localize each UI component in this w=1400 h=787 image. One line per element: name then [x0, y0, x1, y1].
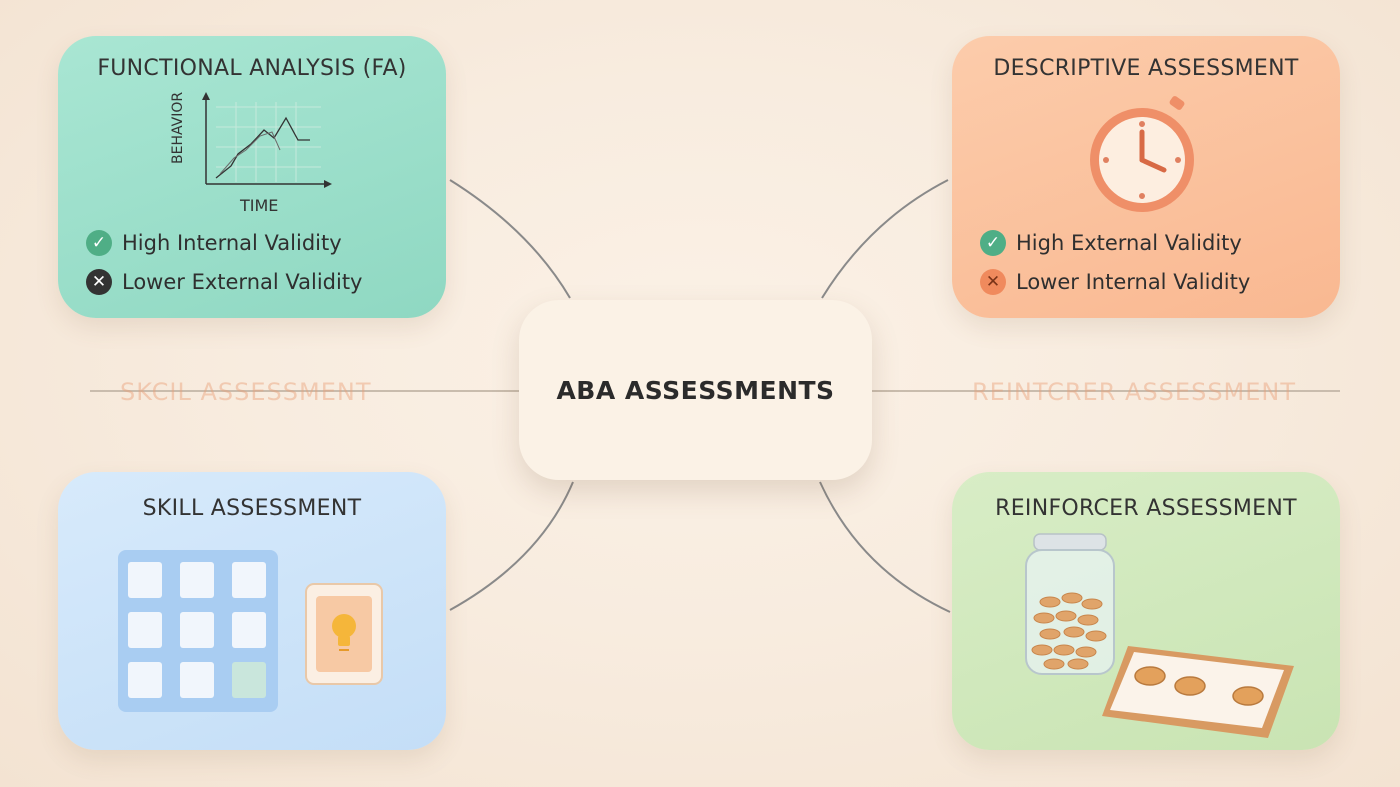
line-chart-icon — [202, 92, 332, 188]
skill-assessment-card: SKILL ASSESSMENT — [58, 472, 446, 750]
reinforcer-assessment-card: REINFORCER ASSESSMENT — [952, 472, 1340, 750]
chart-xlabel: TIME — [240, 196, 279, 215]
cross-icon: ✕ — [980, 269, 1006, 295]
skill-assessment-title: SKILL ASSESSMENT — [142, 496, 362, 521]
token-board-icon — [1102, 646, 1294, 738]
cross-icon: ✕ — [86, 269, 112, 295]
ghost-label-left: SKCIL ASSESSMENT — [120, 378, 372, 406]
da-cons-text: Lower Internal Validity — [1016, 270, 1251, 294]
da-cons-item: ✕ Lower Internal Validity — [980, 269, 1250, 295]
functional-analysis-card: FUNCTIONAL ANALYSIS (FA) BEHAVIOR TIME ✓… — [58, 36, 446, 318]
descriptive-assessment-title: DESCRIPTIVE ASSESSMENT — [993, 56, 1299, 81]
center-node: ABA ASSESSMENTS — [519, 300, 872, 480]
coin-jar-icon — [1025, 533, 1115, 675]
descriptive-assessment-card: DESCRIPTIVE ASSESSMENT ✓ High External V… — [952, 36, 1340, 318]
functional-analysis-title: FUNCTIONAL ANALYSIS (FA) — [97, 56, 407, 81]
da-pros-item: ✓ High External Validity — [980, 230, 1242, 256]
lightbulb-card-icon — [305, 583, 383, 685]
check-icon: ✓ — [86, 230, 112, 256]
stopwatch-icon — [1090, 96, 1194, 212]
fa-cons-item: ✕ Lower External Validity — [86, 269, 363, 295]
fa-pros-text: High Internal Validity — [122, 231, 342, 255]
fa-cons-text: Lower External Validity — [122, 270, 363, 294]
chart-ylabel: BEHAVIOR — [170, 91, 186, 164]
fa-pros-item: ✓ High Internal Validity — [86, 230, 342, 256]
check-icon: ✓ — [980, 230, 1006, 256]
connector-bottom-left — [449, 481, 574, 611]
da-pros-text: High External Validity — [1016, 231, 1242, 255]
ghost-label-right: REINTCRER ASSESSMENT — [972, 378, 1297, 406]
reinforcer-assessment-title: REINFORCER ASSESSMENT — [995, 496, 1297, 521]
connector-top-left — [449, 179, 571, 299]
center-title: ABA ASSESSMENTS — [556, 375, 835, 405]
connector-bottom-right — [819, 481, 951, 613]
card-grid-icon — [118, 550, 278, 712]
connector-top-right — [821, 179, 949, 299]
